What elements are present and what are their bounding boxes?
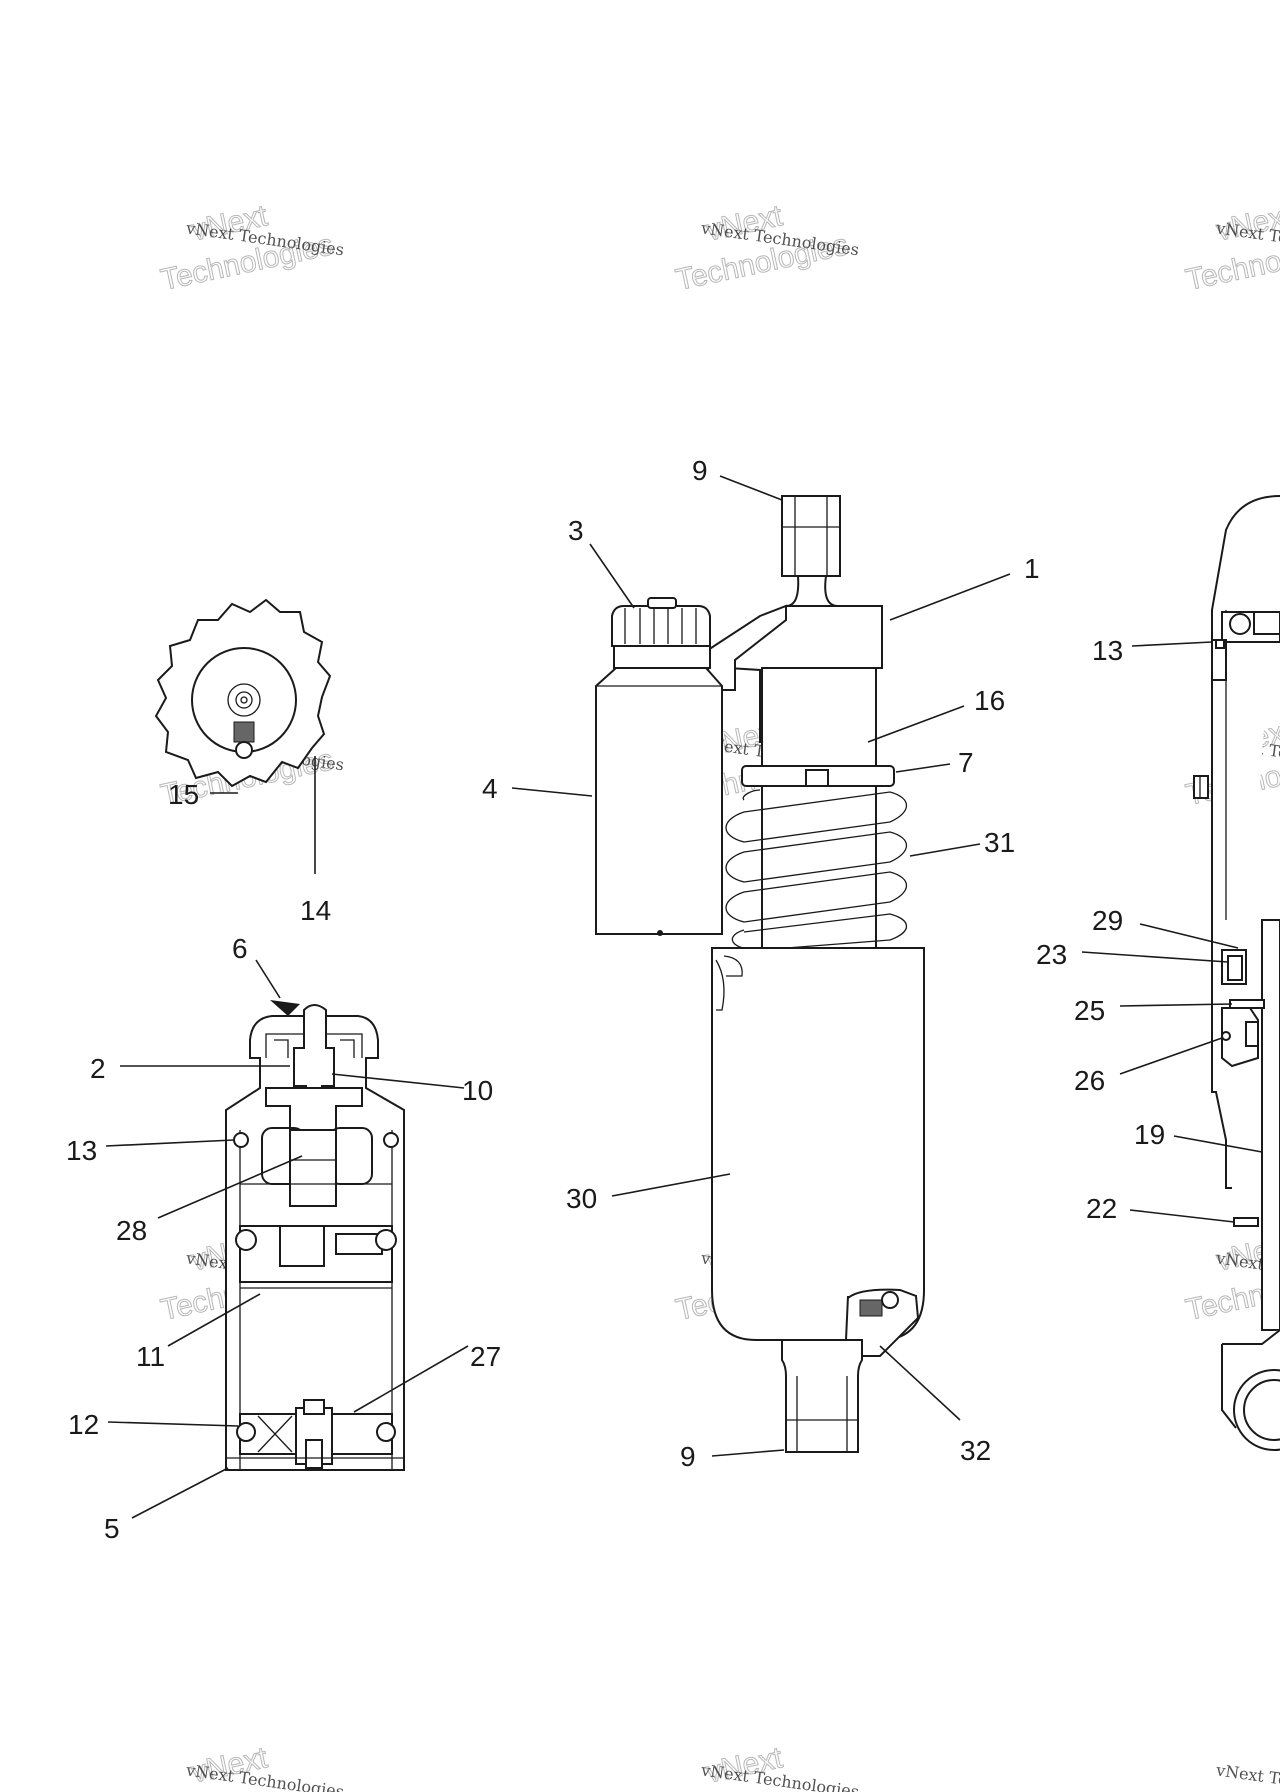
watermark-text: vNext Technologies	[1214, 1760, 1280, 1792]
callout-29: 29	[1092, 905, 1123, 936]
callout-1: 1	[1024, 553, 1040, 584]
knob-detent-spring	[233, 721, 255, 743]
adjuster-knob	[611, 605, 711, 647]
piston-oring-right	[375, 1229, 397, 1251]
lower-eyelet	[781, 1339, 863, 1453]
callout-7: 7	[958, 747, 974, 778]
oring-13	[233, 1132, 249, 1148]
callout-6: 6	[232, 933, 248, 964]
callout-22: 22	[1086, 1193, 1117, 1224]
callout-3: 3	[568, 515, 584, 546]
reservoir-collar	[613, 645, 711, 669]
callout-labels: 9 3 1 16 7 4 31 30 32 9 15 14 6 2 10 13 …	[66, 455, 1165, 1544]
lower-seal	[859, 1299, 883, 1317]
callout-23: 23	[1036, 939, 1067, 970]
main-shock-assembly	[595, 495, 925, 1453]
valve-core-lower	[305, 1439, 323, 1469]
valve-core	[289, 1129, 337, 1207]
valve-stem	[293, 1004, 335, 1109]
eyelet-neck	[785, 575, 839, 607]
right-shaft	[1261, 919, 1280, 1331]
piston-cup-right	[335, 1233, 383, 1255]
callout-16: 16	[974, 685, 1005, 716]
callout-10: 10	[462, 1075, 493, 1106]
right-washer-25	[1229, 999, 1265, 1009]
callout-26: 26	[1074, 1065, 1105, 1096]
callout-12: 12	[68, 1409, 99, 1440]
callout-30: 30	[566, 1183, 597, 1214]
coil-spring	[725, 789, 908, 951]
leader-lines	[105, 475, 1263, 1519]
piston-cup-left	[279, 1225, 325, 1267]
oring-13b	[383, 1132, 399, 1148]
shock-body-lower	[711, 947, 925, 1341]
arrow-6	[270, 1000, 300, 1016]
knob-detail	[154, 598, 332, 788]
knob-cap	[647, 597, 677, 609]
shock-body-upper	[761, 667, 877, 949]
callout-2: 2	[90, 1053, 106, 1084]
callout-19: 19	[1134, 1119, 1165, 1150]
callout-28: 28	[116, 1215, 147, 1246]
callout-25: 25	[1074, 995, 1105, 1026]
endcap-oring-right	[376, 1422, 396, 1442]
endcap-oring-left	[236, 1422, 256, 1442]
callout-13-left: 13	[66, 1135, 97, 1166]
callout-14: 14	[300, 895, 331, 926]
callout-5: 5	[104, 1513, 120, 1544]
callout-32: 32	[960, 1435, 991, 1466]
top-eyelet	[781, 495, 841, 577]
piston-oring-left	[235, 1229, 257, 1251]
callout-31: 31	[984, 827, 1015, 858]
collar-tab	[805, 769, 829, 787]
right-top-block	[1253, 611, 1280, 635]
valve-cap	[303, 1399, 325, 1415]
callout-11: 11	[136, 1341, 165, 1372]
callout-13-right: 13	[1092, 635, 1123, 666]
lower-ball	[881, 1291, 899, 1309]
right-part-22	[1233, 1217, 1259, 1227]
reservoir-section	[225, 1000, 405, 1471]
knob-detent-ball	[235, 741, 253, 759]
callout-9-top: 9	[692, 455, 708, 486]
callout-9-bottom: 9	[680, 1441, 696, 1472]
callout-27: 27	[470, 1341, 501, 1372]
callout-4: 4	[482, 773, 498, 804]
reservoir	[595, 667, 723, 935]
right-detail-pin	[1193, 775, 1209, 799]
right-section	[1193, 495, 1280, 1451]
callout-15: 15	[168, 779, 199, 810]
